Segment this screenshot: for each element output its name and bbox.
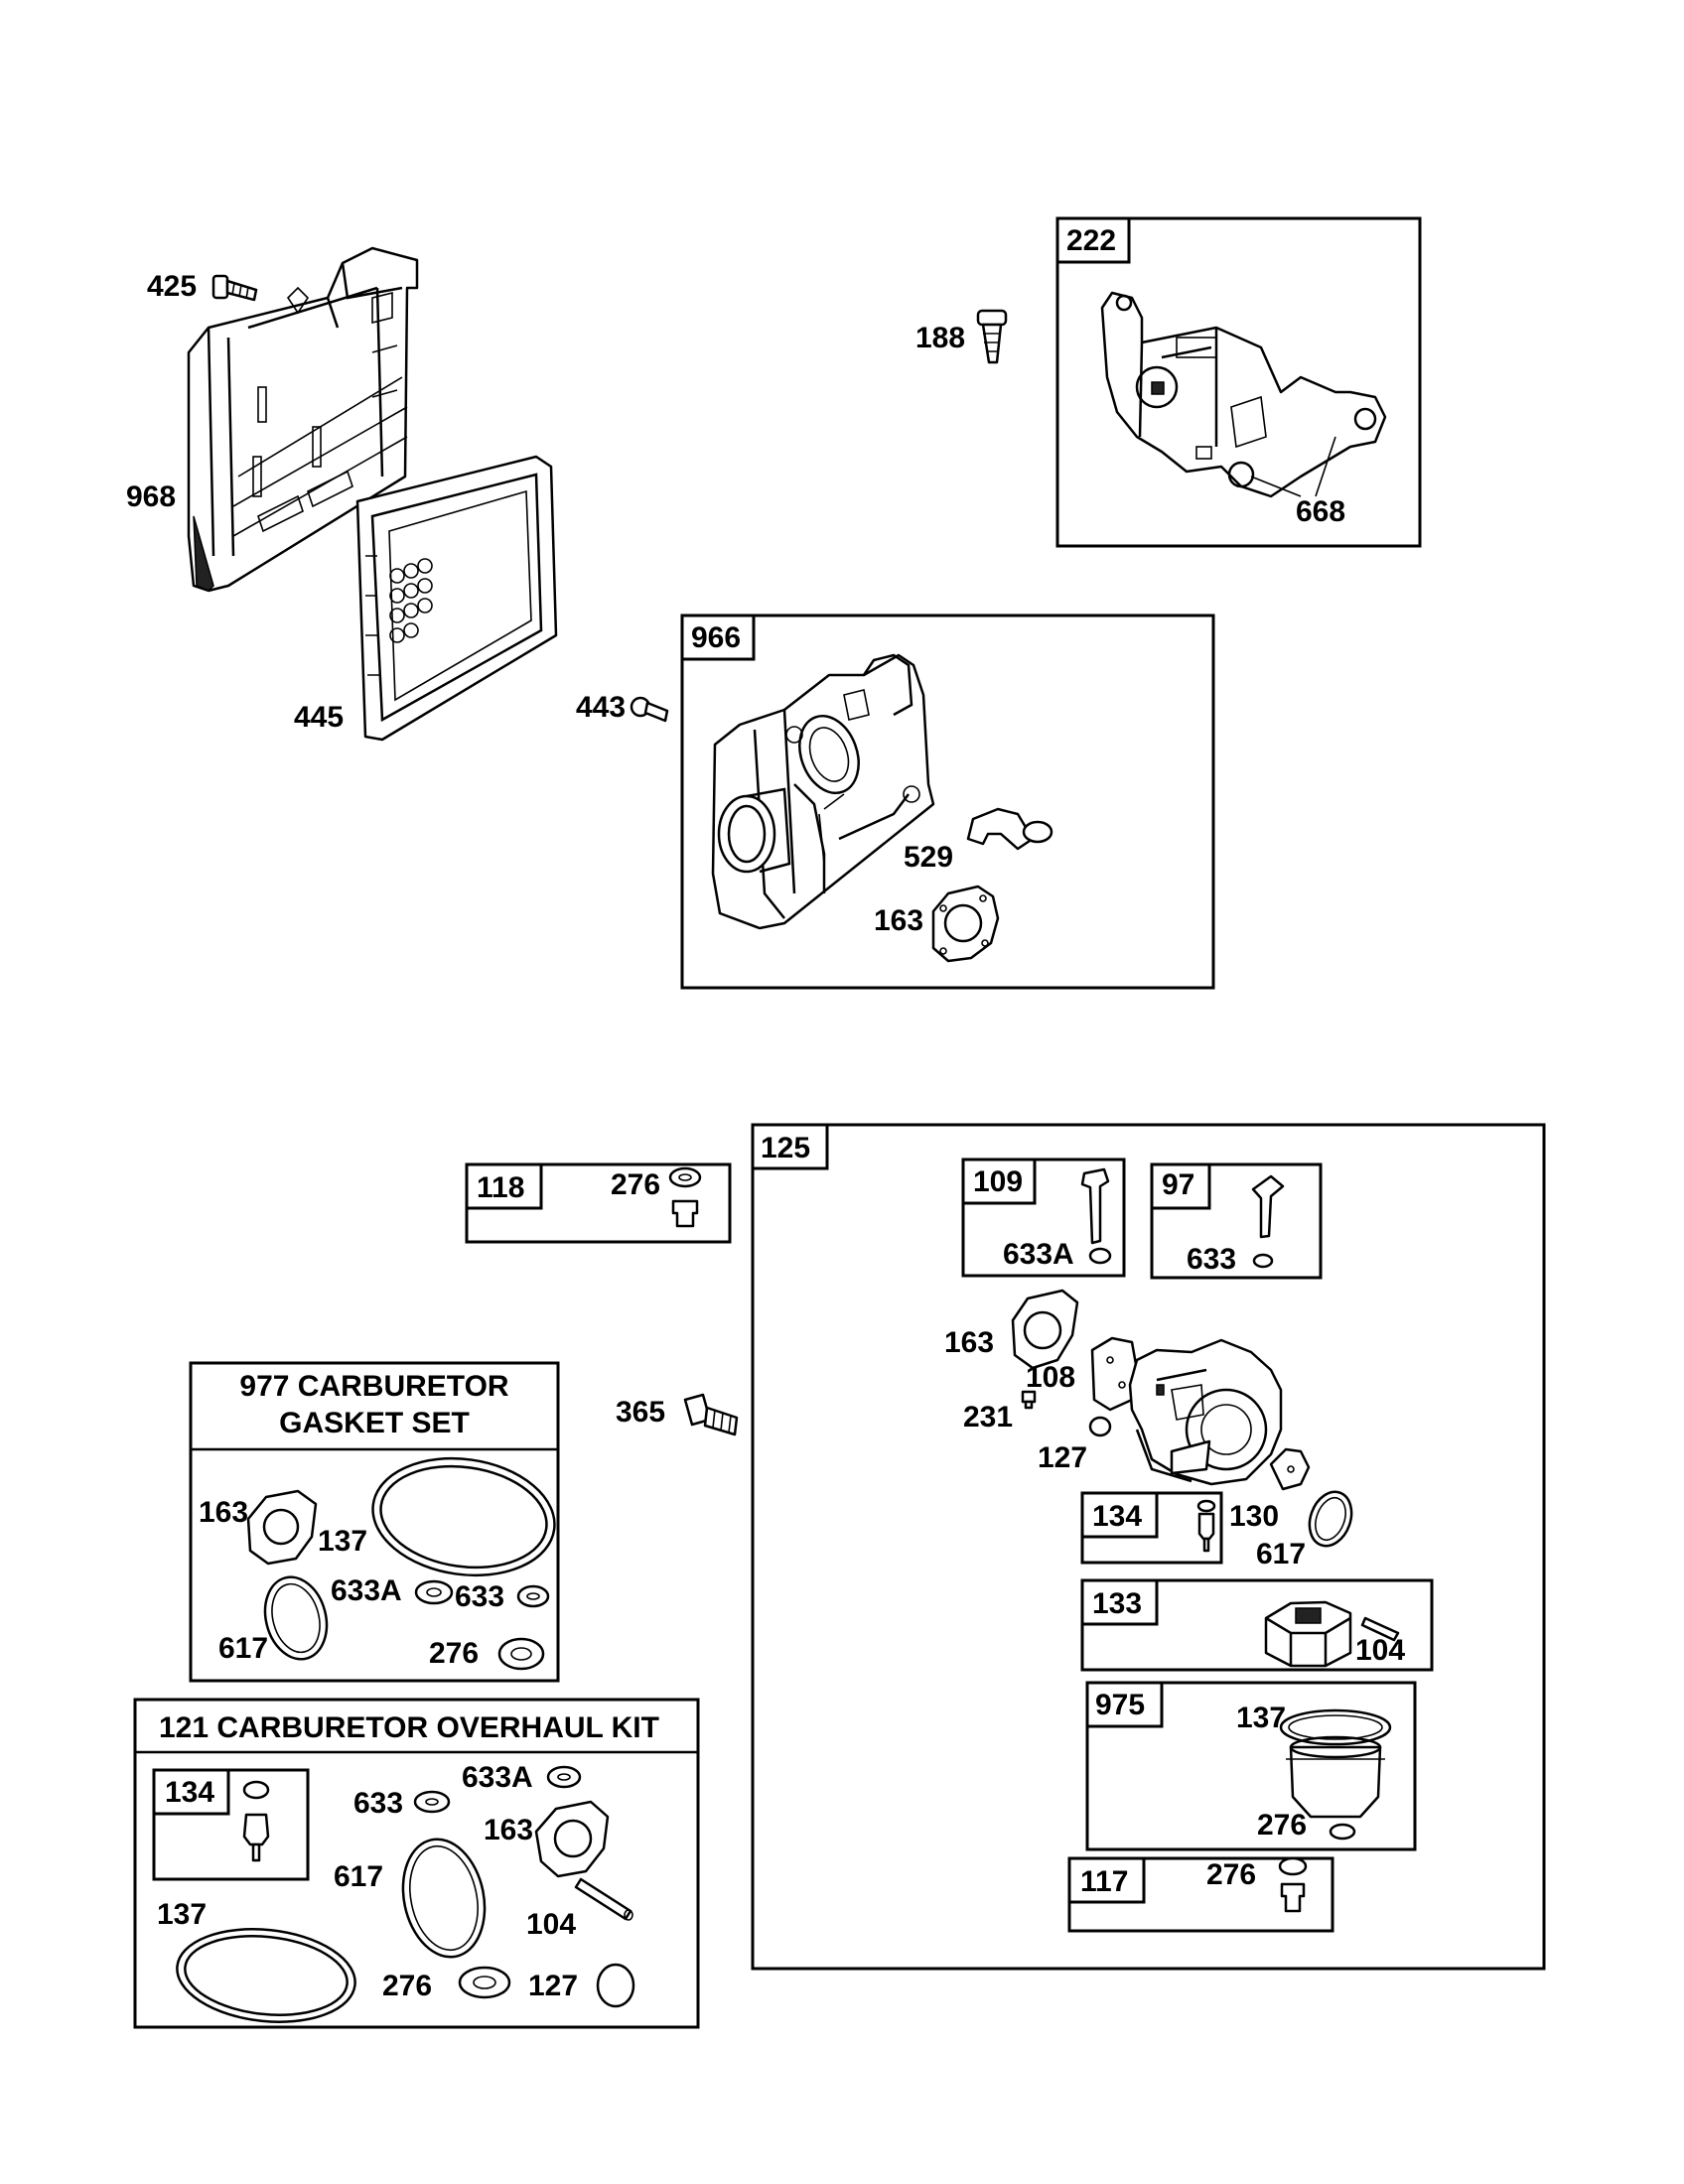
label-163-121: 163 — [484, 1814, 533, 1846]
pin-104-121 — [574, 1877, 633, 1921]
kit-121-overhaul-kit — [133, 1698, 700, 2029]
washer-633-977 — [516, 1584, 550, 1608]
gasket-163-top — [931, 885, 1000, 963]
label-617-carb: 617 — [1256, 1538, 1306, 1570]
bolt-425 — [211, 274, 258, 302]
box-222 — [1055, 216, 1422, 548]
washer-276-121 — [458, 1966, 511, 1999]
label-163-carb: 163 — [944, 1326, 994, 1359]
label-163-top: 163 — [874, 904, 923, 937]
label-125: 125 — [761, 1132, 810, 1164]
box-133 — [1080, 1578, 1434, 1672]
label-276-117: 276 — [1206, 1858, 1256, 1891]
washer-633-121 — [413, 1790, 451, 1814]
label-137-975: 137 — [1236, 1702, 1286, 1734]
label-633A-121: 633A — [462, 1761, 533, 1794]
box-117 — [1067, 1856, 1334, 1933]
label-633A-109: 633A — [1003, 1238, 1074, 1271]
gasket-163-977 — [246, 1489, 318, 1566]
box-109 — [961, 1158, 1126, 1278]
bolt-443 — [630, 696, 669, 723]
gasket-163-carb — [1011, 1289, 1079, 1370]
control-bracket — [1100, 291, 1387, 498]
label-188: 188 — [915, 322, 965, 354]
oring-127-121 — [596, 1963, 635, 2008]
label-222: 222 — [1066, 224, 1116, 257]
label-134-121: 134 — [165, 1776, 214, 1809]
label-104-121: 104 — [526, 1908, 576, 1941]
box-118 — [465, 1162, 732, 1244]
kit-977-title-line1: 977 CARBURETOR — [239, 1370, 509, 1403]
gasket-617-977 — [263, 1575, 329, 1661]
label-118: 118 — [477, 1171, 524, 1204]
gasket-137-121 — [176, 1928, 356, 2023]
box-97 — [1150, 1162, 1323, 1280]
kit-977-gasket-set — [189, 1361, 560, 1683]
label-97: 97 — [1162, 1168, 1194, 1201]
box-125 — [751, 1123, 1546, 1971]
label-668: 668 — [1296, 495, 1345, 528]
label-617-977: 617 — [218, 1632, 268, 1665]
label-134-carb: 134 — [1092, 1500, 1142, 1533]
label-365: 365 — [616, 1396, 665, 1429]
label-633-977: 633 — [455, 1580, 504, 1613]
box-966 — [680, 614, 1215, 990]
label-276-121: 276 — [382, 1970, 432, 2002]
fitting-365 — [683, 1393, 739, 1436]
screw-231 — [1021, 1390, 1037, 1410]
gasket-163-121 — [534, 1800, 610, 1878]
label-133: 133 — [1092, 1587, 1142, 1620]
oring-127-carb — [1088, 1416, 1112, 1437]
air-filter-445 — [355, 455, 558, 742]
label-633-97: 633 — [1187, 1243, 1236, 1276]
label-276-975: 276 — [1257, 1809, 1307, 1842]
box-134-carb — [1080, 1491, 1223, 1565]
label-137-121: 137 — [157, 1898, 207, 1931]
carburetor-body — [1128, 1338, 1283, 1486]
gasket-617-121 — [401, 1838, 487, 1959]
label-633A-977: 633A — [331, 1574, 402, 1607]
label-443: 443 — [576, 691, 626, 724]
part-labels: 425 968 445 443 188 222 668 966 529 163 … — [126, 224, 1405, 2002]
label-104-carb: 104 — [1355, 1634, 1405, 1667]
label-529: 529 — [904, 841, 953, 874]
label-633-121: 633 — [353, 1787, 403, 1820]
gasket-617-carb — [1308, 1490, 1353, 1548]
air-cleaner-base-968 — [187, 246, 419, 593]
washer-633A-977 — [414, 1579, 454, 1605]
label-127-carb: 127 — [1038, 1441, 1087, 1474]
label-137-977: 137 — [318, 1525, 367, 1558]
breather-tube-529 — [966, 807, 1053, 851]
label-276-118: 276 — [611, 1168, 660, 1201]
label-163-977: 163 — [199, 1496, 248, 1529]
label-117: 117 — [1080, 1865, 1128, 1898]
screw-188 — [976, 309, 1008, 364]
kit-121-title: 121 CARBURETOR OVERHAUL KIT — [159, 1711, 659, 1744]
label-109: 109 — [973, 1165, 1023, 1198]
washer-633A-121 — [546, 1765, 582, 1789]
label-968: 968 — [126, 480, 176, 513]
label-445: 445 — [294, 701, 344, 734]
box-134-121 — [152, 1768, 310, 1881]
label-108: 108 — [1026, 1361, 1075, 1394]
washer-276-977 — [497, 1637, 545, 1671]
kit-977-title-line2: GASKET SET — [279, 1407, 470, 1439]
label-966: 966 — [691, 621, 741, 654]
label-127-121: 127 — [528, 1970, 578, 2002]
label-130: 130 — [1229, 1500, 1279, 1533]
label-617-121: 617 — [334, 1860, 383, 1893]
gasket-137-977 — [371, 1456, 556, 1577]
label-425: 425 — [147, 270, 197, 303]
label-276-977: 276 — [429, 1637, 479, 1670]
label-231: 231 — [963, 1401, 1013, 1433]
box-975 — [1085, 1681, 1417, 1851]
label-975: 975 — [1095, 1689, 1145, 1721]
plate-130 — [1269, 1447, 1311, 1491]
air-cleaner-backplate — [711, 653, 935, 930]
